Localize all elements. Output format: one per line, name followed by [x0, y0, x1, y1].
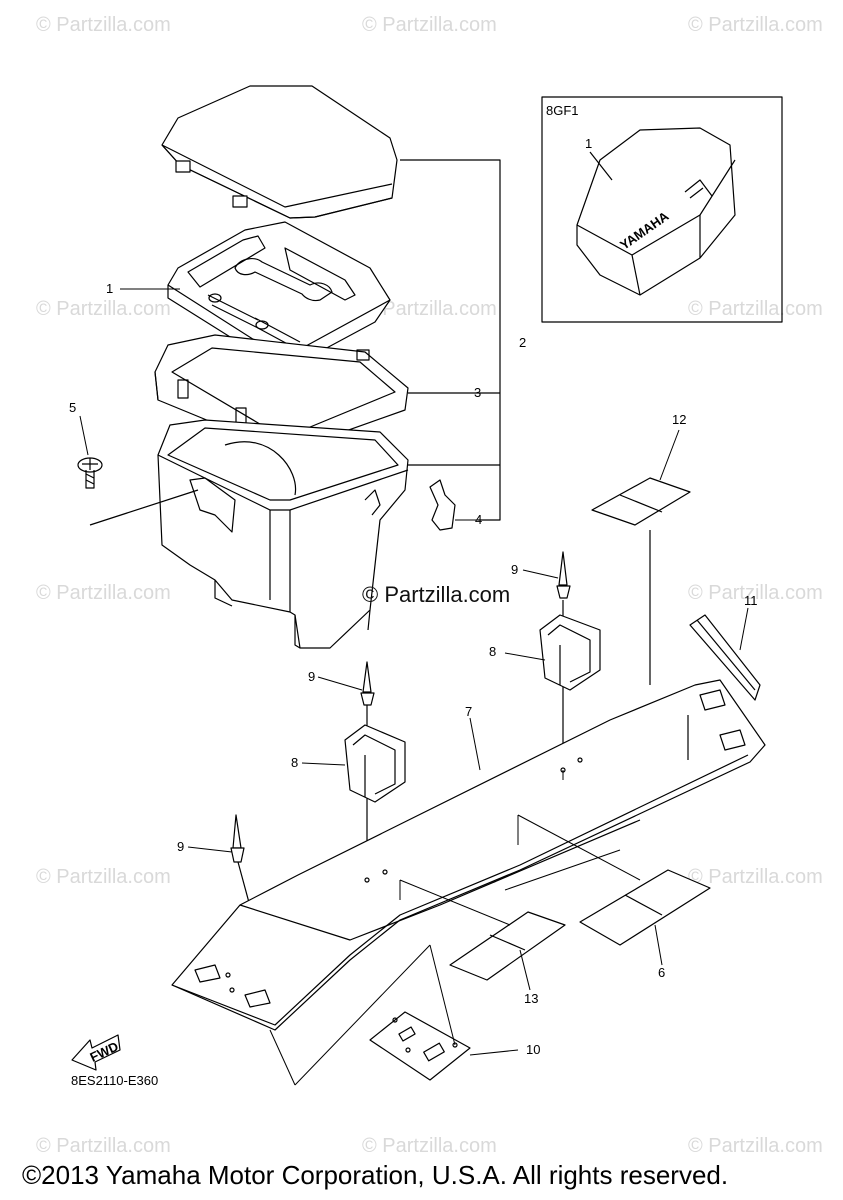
callout-5: 5 [69, 400, 76, 415]
center-copyright: © Partzilla.com [362, 582, 511, 607]
watermark: © Partzilla.com [36, 582, 171, 604]
callout-7: 7 [465, 704, 472, 719]
sticker [591, 477, 691, 685]
callout-12: 12 [672, 412, 686, 427]
fwd-label: FWD [87, 1039, 120, 1065]
callout-6: 6 [658, 965, 665, 980]
watermark: © Partzilla.com [362, 1135, 497, 1157]
bolt [77, 457, 199, 526]
callout-3: 3 [474, 385, 481, 400]
strap [689, 614, 761, 701]
callout-4: 4 [475, 512, 482, 527]
watermark: © Partzilla.com [362, 298, 497, 320]
sticker [449, 911, 566, 981]
leader-lines [79, 288, 749, 1056]
plate [369, 1011, 471, 1081]
watermark: © Partzilla.com [688, 14, 823, 36]
watermark: © Partzilla.com [36, 14, 171, 36]
inset-box [541, 96, 783, 323]
callout-10: 10 [526, 1042, 540, 1057]
watermark: © Partzilla.com [36, 298, 171, 320]
tool-tray [167, 221, 391, 366]
holder [344, 724, 406, 803]
footer-copyright: ©2013 Yamaha Motor Corporation, U.S.A. A… [22, 1160, 729, 1190]
sticker [579, 869, 711, 946]
callout-13: 13 [524, 991, 538, 1006]
watermark: © Partzilla.com [688, 582, 823, 604]
watermark: © Partzilla.com [36, 866, 171, 888]
bracket-2 [400, 159, 501, 521]
reference-lines [269, 770, 641, 1086]
callout-8: 8 [291, 755, 298, 770]
callout-9: 9 [308, 669, 315, 684]
watermark: © Partzilla.com [36, 1135, 171, 1157]
clip [429, 479, 456, 531]
callout-1: 1 [106, 281, 113, 296]
callout-11: 11 [744, 593, 758, 608]
storage-box [157, 419, 409, 649]
inset-label: 8GF1 [546, 103, 579, 118]
callout-8: 8 [489, 644, 496, 659]
watermark: © Partzilla.com [362, 14, 497, 36]
fwd-arrow-icon [71, 1034, 121, 1071]
callout-2: 2 [519, 335, 526, 350]
watermark: © Partzilla.com [688, 1135, 823, 1157]
watermark: © Partzilla.com [688, 866, 823, 888]
callout-9: 9 [511, 562, 518, 577]
diagram-code: 8ES2110-E360 [71, 1073, 159, 1088]
storage-lid [161, 85, 398, 219]
callout-9: 9 [177, 839, 184, 854]
inset-callout-1: 1 [585, 136, 592, 151]
watermark: © Partzilla.com [688, 298, 823, 320]
storage-tray [171, 679, 766, 1031]
holder [539, 614, 601, 691]
